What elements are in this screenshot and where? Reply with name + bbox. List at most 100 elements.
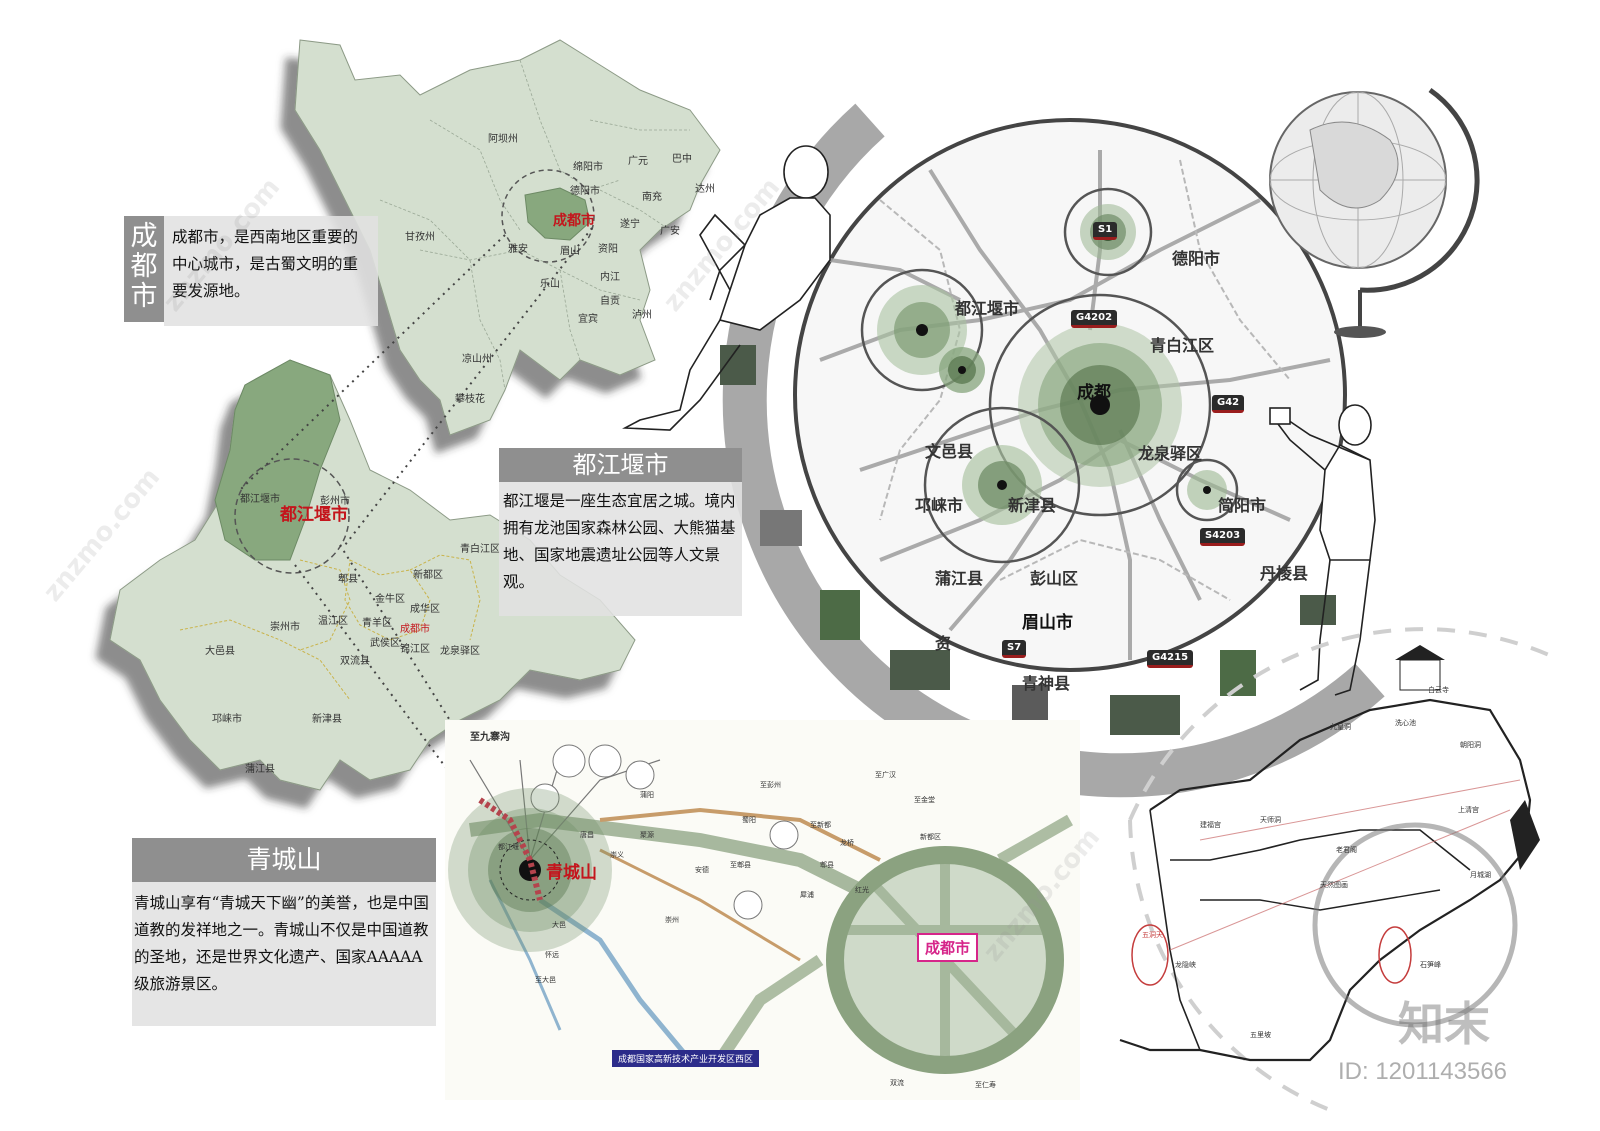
sc-label-liangshan: 凉山州 [462, 354, 492, 365]
qc-label-9: 大邑 [552, 921, 566, 929]
sc-label-ganzi: 甘孜州 [405, 232, 435, 243]
qc-label-11: 至大邑 [535, 976, 556, 984]
road-shield-1: G4202 [1071, 310, 1118, 328]
cd-label-7: 成华区 [410, 604, 440, 615]
circle-label-7: 简阳市 [1218, 496, 1267, 515]
qc-label-14: 犀浦 [800, 891, 814, 899]
circle-label-11: 丹棱县 [1260, 564, 1309, 583]
trail-label-2: 洗心池 [1395, 719, 1416, 727]
qc-label-7: 郫县 [820, 861, 834, 869]
sc-label-suining: 遂宁 [620, 219, 640, 230]
circle-label-10: 眉山市 [1022, 613, 1073, 633]
cd-label-2: 青白江区 [460, 544, 500, 555]
qc-label-21: 崇义 [610, 851, 624, 859]
sc-label-guangyuan: 广元 [628, 156, 648, 167]
cd-highlight-label: 都江堰市 [280, 505, 348, 525]
trail-label-1: 九皇洞 [1330, 723, 1351, 731]
sc-label-dazhou: 达州 [695, 184, 715, 195]
circle-label-5: 邛崃市 [915, 496, 964, 515]
road-shield-4: S7 [1002, 640, 1027, 658]
qc-city-label: 成都市 [917, 933, 979, 962]
qc-highlight-label: 青城山 [546, 863, 597, 883]
chengdu-focus-circle [234, 458, 350, 574]
trail-label-9: 天然图画 [1320, 881, 1348, 889]
cd-label-11: 武侯区 [370, 638, 400, 649]
circle-map-rings [860, 187, 1239, 564]
trail-label-8: 月城湖 [1470, 871, 1491, 879]
sc-label-zigong: 自贡 [600, 296, 620, 307]
qc-label-13: 红光 [855, 886, 869, 894]
sc-label-leshan: 乐山 [540, 279, 560, 290]
watermark-brand: 知末 [1398, 997, 1490, 1051]
sc-highlight-label: 成都市 [553, 213, 595, 229]
cd-label-10: 崇州市 [270, 622, 300, 633]
qc-label-1: 至广汉 [875, 771, 896, 779]
qc-label-2: 至彭州 [760, 781, 781, 789]
qc-label-15: 崇州 [665, 916, 679, 924]
qc-label-19: 蜀阳 [742, 816, 756, 824]
qc-label-17: 蒲阳 [640, 791, 654, 799]
chengdu-district-borders [179, 554, 481, 701]
road-shield-0: S1 [1093, 222, 1118, 240]
trail-label-11: 龙隐峡 [1175, 961, 1196, 969]
cd-label-16: 邛崃市 [212, 714, 242, 725]
cd-label-6: 温江区 [318, 616, 348, 627]
cd-label-0: 都江堰市 [240, 494, 280, 505]
sc-label-meishan: 眉山 [560, 246, 580, 257]
qc-label-22: 聚源 [640, 831, 654, 839]
sc-label-luzhou: 泸州 [632, 310, 652, 321]
qc-label-3: 至金堂 [914, 796, 935, 804]
dujiangyan-panel-body: 都江堰是一座生态宜居之城。境内拥有龙池国家森林公园、大熊猫基地、国家地震遗址公园… [499, 482, 742, 616]
circle-label-8: 蒲江县 [935, 569, 984, 588]
qingcheng-panel-title: 青城山 [132, 838, 436, 882]
circle-label-3: 文邑县 [925, 442, 974, 461]
sc-label-neijiang: 内江 [600, 272, 620, 283]
trail-label-4: 上清宫 [1458, 806, 1479, 814]
cd-label-3: 郫县 [338, 574, 358, 585]
chengdu-title-text: 成都市 [130, 221, 158, 312]
sc-label-aba: 阿坝州 [488, 134, 518, 145]
trail-label-0: 白云寺 [1428, 686, 1449, 694]
qc-banner: 成都国家高新技术产业开发区西区 [612, 1050, 760, 1067]
cd-label-12: 锦江区 [400, 644, 430, 655]
cd-label-1: 彭州市 [320, 496, 350, 507]
trail-label-12: 石笋峰 [1420, 961, 1441, 969]
qc-label-6: 双流 [890, 1079, 904, 1087]
standing-person-sketch [1269, 404, 1376, 696]
qc-label-5: 至仁寿 [975, 1081, 996, 1089]
circle-map-borders [879, 159, 1291, 601]
sichuan-internal-borders [379, 59, 690, 391]
sc-label-mianyang: 绵阳市 [573, 162, 603, 173]
sc-label-yaan: 雅安 [508, 244, 528, 255]
circle-label-9: 彭山区 [1030, 569, 1079, 588]
cd-label-14: 双流县 [340, 656, 370, 667]
circle-label-6: 新津县 [1008, 496, 1057, 515]
sitting-person-sketch [622, 145, 831, 431]
chengdu-panel-body: 成都市，是西南地区重要的中心城市，是古蜀文明的重要发源地。 [164, 216, 378, 326]
watermark-id: ID: 1201143566 [1338, 1058, 1508, 1085]
cd-label-17: 新津县 [312, 714, 342, 725]
circle-label-2: 青白江区 [1150, 336, 1215, 355]
trail-label-6: 天师洞 [1260, 816, 1281, 824]
cd-label-8: 青羊区 [362, 618, 392, 629]
cd-label-5: 金牛区 [375, 594, 405, 605]
trail-label-13: 五里坡 [1250, 1031, 1271, 1039]
circle-label-1: 都江堰市 [955, 299, 1020, 318]
chengdu-region-highlight [524, 187, 591, 241]
qc-label-18: 至郫县 [730, 861, 751, 869]
road-shield-5: G4215 [1147, 650, 1194, 668]
road-shield-3: S4203 [1200, 528, 1246, 546]
globe-illustration [1269, 87, 1480, 338]
circle-label-13: 青神县 [1022, 674, 1071, 693]
sc-label-panzhihua: 攀枝花 [455, 394, 485, 405]
cd-label-4: 新都区 [413, 570, 443, 581]
qingcheng-panel-body: 青城山享有“青城天下幽”的美誉，也是中国道教的发祥地之一。青城山不仅是中国道教的… [132, 882, 436, 1026]
qc-label-23: 唐昌 [580, 831, 594, 839]
trail-label-3: 朝阳洞 [1460, 741, 1481, 749]
sc-label-nanchong: 南充 [642, 192, 662, 203]
sichuan-focus-circle [501, 169, 595, 263]
sc-label-guangan: 广安 [660, 226, 680, 237]
cd-label-13: 大邑县 [205, 646, 235, 657]
sc-label-yibin: 宜宾 [578, 314, 598, 325]
